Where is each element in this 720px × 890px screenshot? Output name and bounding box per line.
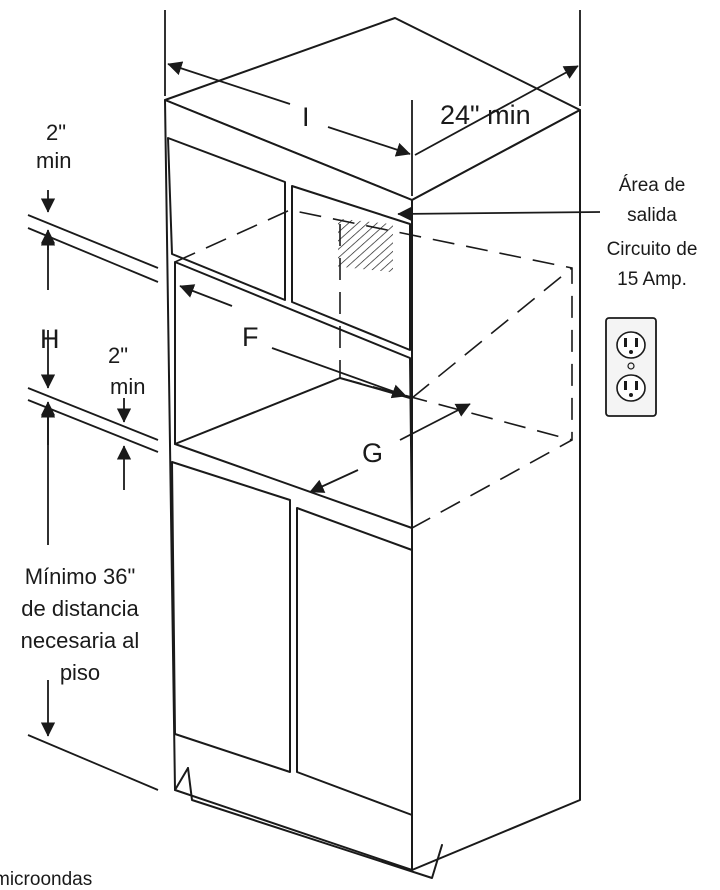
height-label: H	[40, 324, 60, 354]
outlet-area-line-2: salida	[627, 205, 677, 226]
cabinet-side	[411, 109, 581, 871]
f-arrow-right	[271, 347, 407, 399]
width-arrow-left	[167, 61, 291, 105]
circuit-line-1: Circuito de	[606, 239, 698, 260]
floor-clearance-line-4: piso	[59, 660, 101, 685]
floor-clearance-line-2: de distancia	[21, 596, 139, 621]
g-arrow-down	[309, 469, 359, 493]
hatched-outlet-area	[338, 218, 393, 273]
mid-gap-label: 2"	[108, 343, 129, 368]
circuit-line-2: 15 Amp.	[617, 269, 687, 290]
lower-left-door	[171, 461, 291, 773]
duplex-outlet-icon	[605, 317, 657, 417]
caption-fragment: microondas	[0, 869, 93, 890]
width-arrow-right	[327, 126, 411, 157]
top-gap-label: 2"	[46, 120, 67, 145]
f-arrow-left	[179, 284, 233, 307]
upper-right-door	[291, 185, 411, 351]
opening-width-label: F	[242, 322, 259, 352]
top-gap-unit-label: min	[36, 148, 72, 173]
outlet-leader	[397, 206, 601, 222]
toe-kick	[187, 767, 443, 879]
floor-clearance-line-3: necesaria al	[20, 628, 140, 653]
g-arrow-up	[399, 403, 471, 441]
depth-arrow	[414, 65, 579, 156]
lower-right-door	[296, 507, 413, 816]
floor-clearance-line-1: Mínimo 36"	[24, 564, 136, 589]
depth-min-label: 24" min	[440, 100, 531, 130]
mid-gap-unit-label: min	[110, 374, 146, 399]
width-label: I	[302, 102, 310, 132]
outlet-area-line-1: Área de	[618, 175, 686, 196]
opening-depth-label: G	[362, 438, 384, 468]
upper-left-door	[167, 137, 286, 301]
